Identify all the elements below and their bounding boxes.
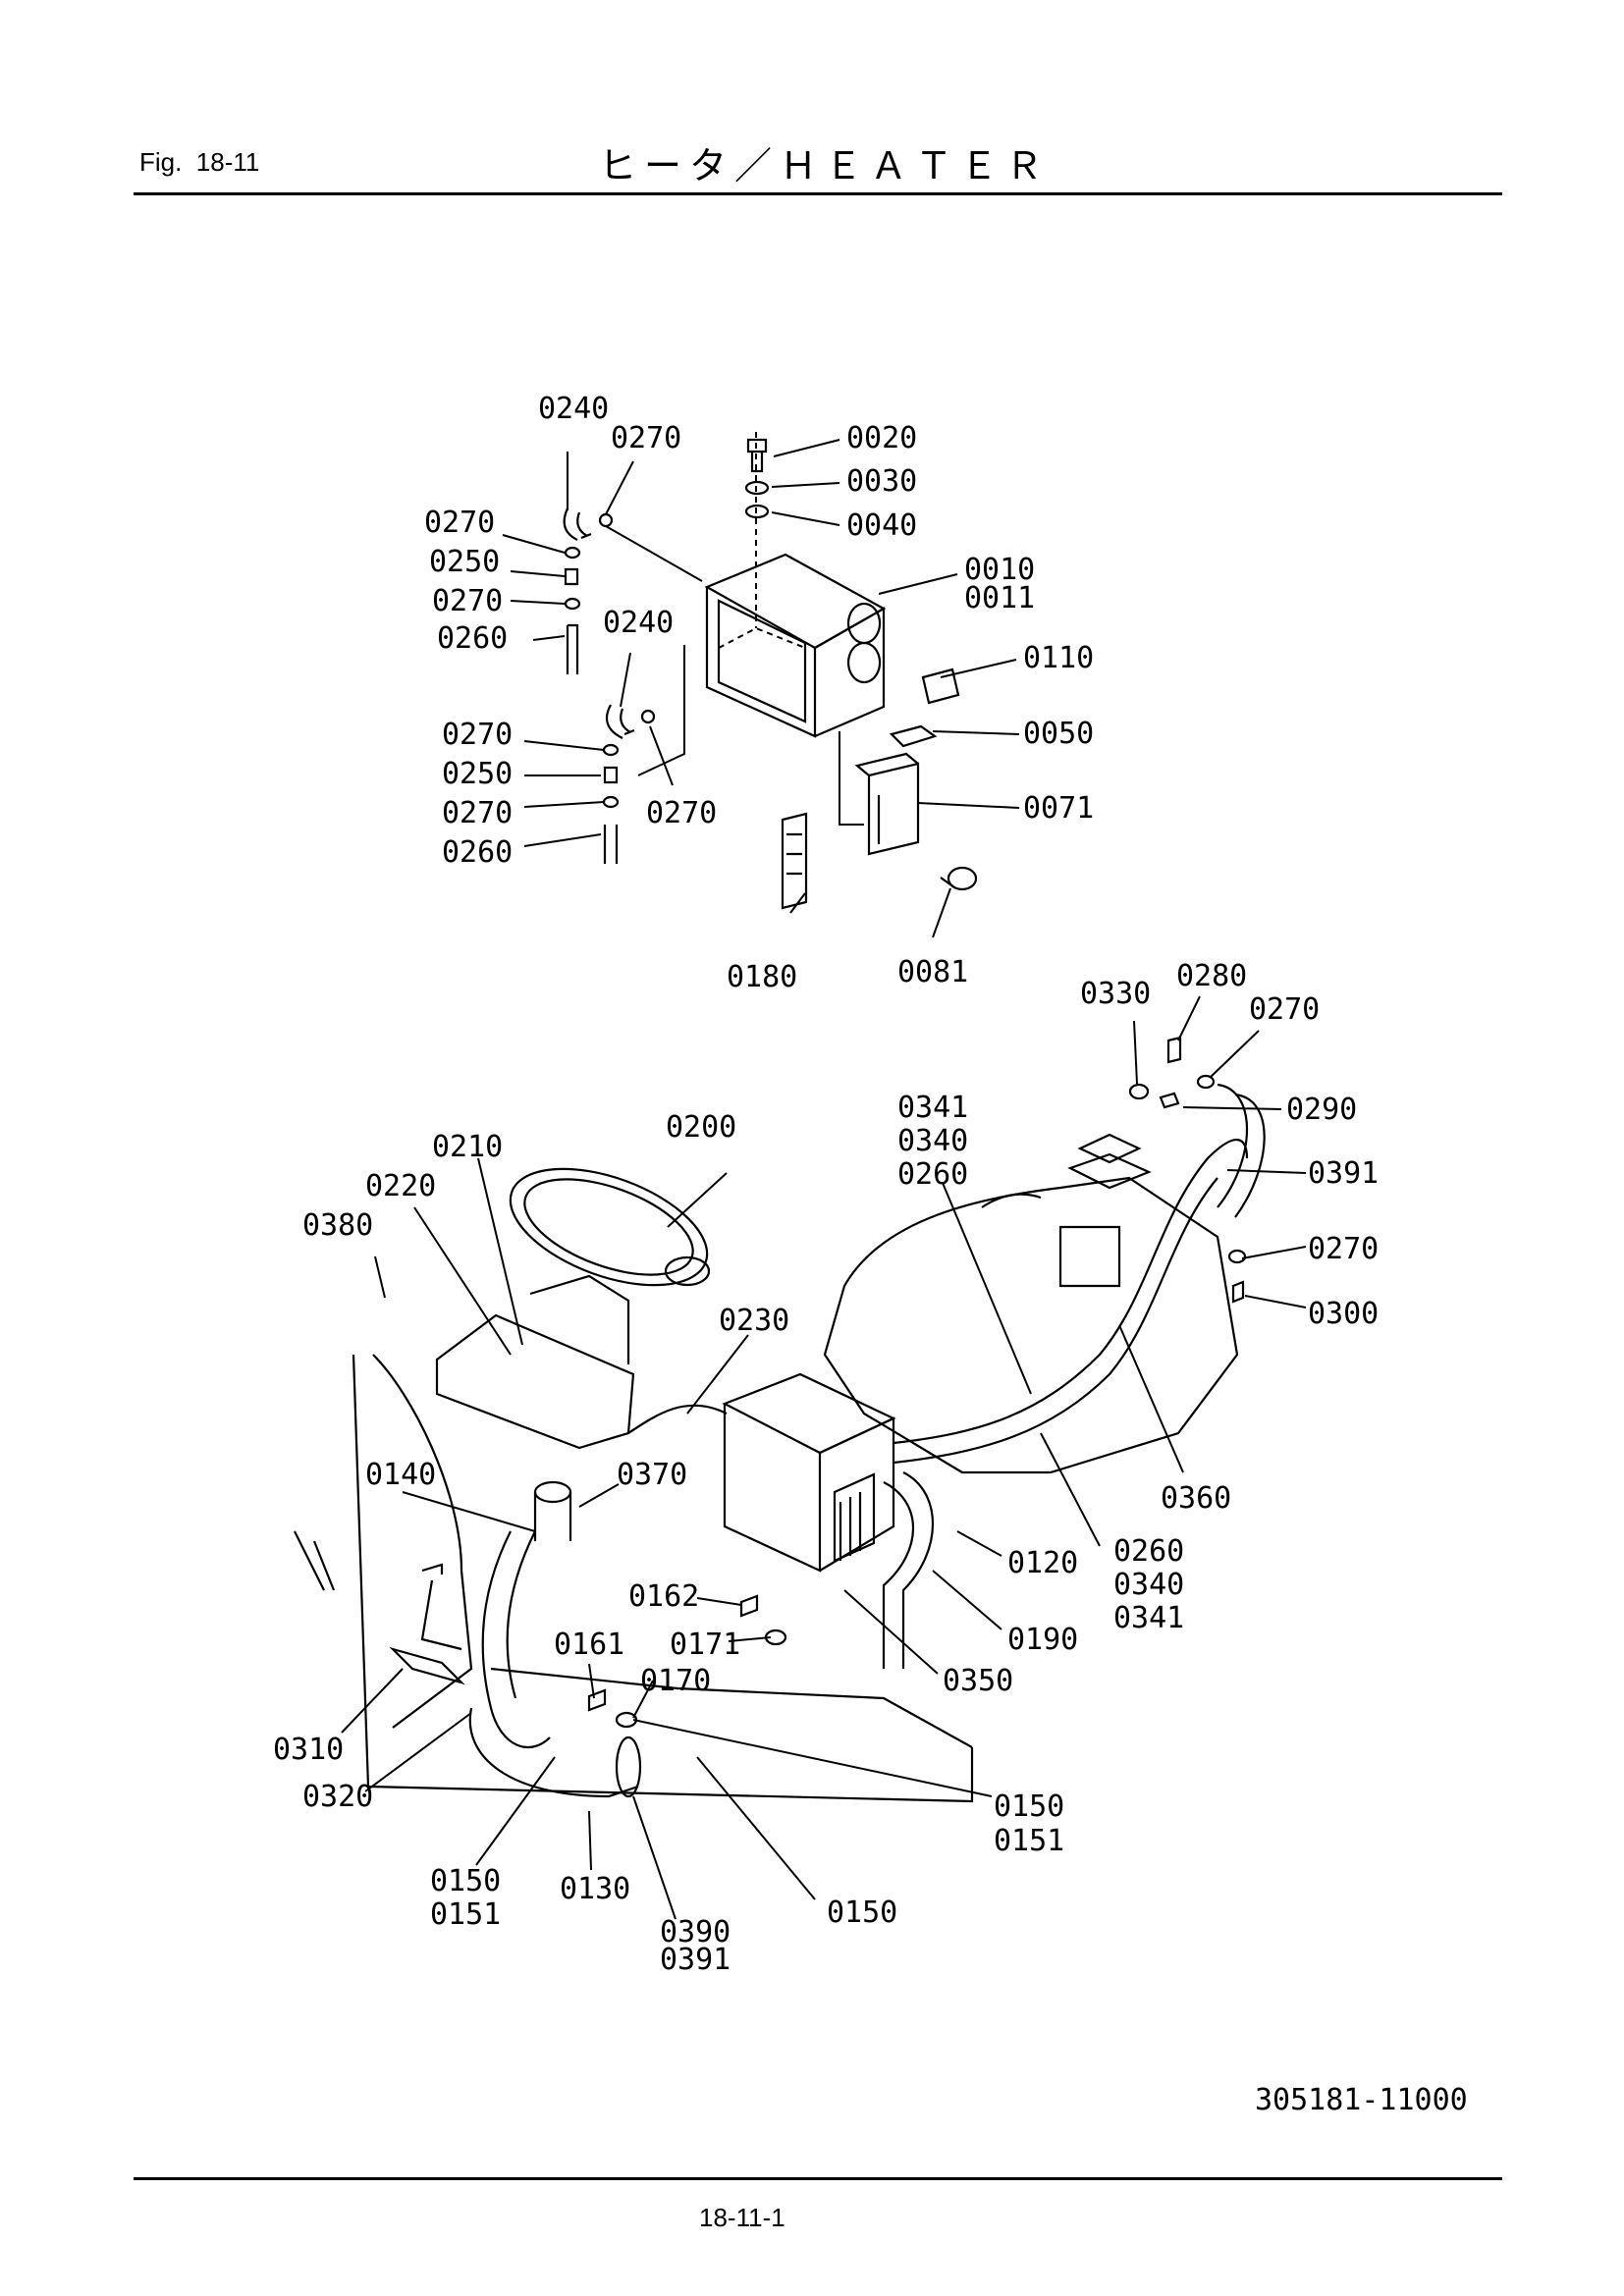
callout-0161: 0161	[554, 1628, 624, 1662]
callout-0350: 0350	[943, 1664, 1013, 1698]
callout-0280: 0280	[1176, 959, 1247, 993]
callout-0391-b: 0391	[660, 1943, 731, 1977]
callout-0180: 0180	[727, 960, 797, 994]
callout-0151-b: 0151	[430, 1897, 501, 1932]
callout-0341-a: 0341	[897, 1091, 968, 1125]
callout-0340-b: 0340	[1113, 1568, 1184, 1602]
callout-0011: 0011	[964, 581, 1035, 615]
page-title: ヒータ／ＨＥＡＴＥＲ	[599, 144, 1052, 187]
callout-0071: 0071	[1023, 791, 1094, 826]
callout-0200: 0200	[666, 1110, 736, 1145]
callout-0260-d: 0260	[1113, 1534, 1184, 1569]
callout-0330: 0330	[1080, 977, 1151, 1011]
callout-0270-f: 0270	[646, 796, 717, 830]
drawing-number: 305181-11000	[1255, 2083, 1468, 2117]
callout-0120: 0120	[1007, 1546, 1078, 1580]
callout-0300: 0300	[1308, 1297, 1379, 1331]
callout-0270-d: 0270	[442, 718, 513, 752]
callout-numbers: 0240 0270 0020 0030 0040 0270 0250 0270 …	[273, 392, 1379, 1977]
callout-0050: 0050	[1023, 717, 1094, 751]
callout-0270-b: 0270	[424, 506, 495, 540]
callout-0360: 0360	[1161, 1481, 1231, 1516]
callout-0260-b: 0260	[442, 835, 513, 870]
callout-0260-c: 0260	[897, 1157, 968, 1192]
callout-0270-a: 0270	[611, 421, 681, 455]
callout-0240-b: 0240	[603, 606, 674, 640]
callout-0240-a: 0240	[538, 392, 609, 426]
callout-0081: 0081	[897, 955, 968, 989]
callout-0270-g: 0270	[1249, 992, 1320, 1027]
callout-0030: 0030	[846, 464, 917, 499]
callout-0270-h: 0270	[1308, 1232, 1379, 1266]
callout-0170: 0170	[640, 1664, 711, 1698]
callout-0270-c: 0270	[432, 584, 503, 618]
callout-0370: 0370	[617, 1458, 687, 1492]
callout-0250-a: 0250	[429, 545, 500, 579]
callout-0230: 0230	[719, 1304, 789, 1338]
callout-0040: 0040	[846, 508, 917, 543]
callout-0250-b: 0250	[442, 757, 513, 791]
callout-0020: 0020	[846, 421, 917, 455]
heater-unit-exploded	[563, 432, 978, 910]
callout-0270-e: 0270	[442, 796, 513, 830]
callout-0140: 0140	[365, 1458, 436, 1492]
callout-0320: 0320	[302, 1780, 373, 1814]
callout-0171: 0171	[670, 1628, 740, 1662]
callout-0210: 0210	[432, 1130, 503, 1164]
callout-leader-lines	[341, 439, 1307, 1920]
callout-0190: 0190	[1007, 1623, 1078, 1657]
callout-0150-b: 0150	[430, 1864, 501, 1898]
callout-0151-a: 0151	[994, 1824, 1064, 1858]
header-rule	[134, 192, 1502, 195]
footer-rule	[134, 2177, 1502, 2180]
callout-0010: 0010	[964, 553, 1035, 587]
callout-0290: 0290	[1286, 1093, 1357, 1127]
callout-0220: 0220	[365, 1169, 436, 1203]
callout-0310: 0310	[273, 1733, 344, 1767]
callout-0340-a: 0340	[897, 1124, 968, 1158]
callout-0391-a: 0391	[1308, 1156, 1379, 1191]
callout-0260-a: 0260	[437, 621, 508, 656]
callout-0150-a: 0150	[994, 1789, 1064, 1824]
figure-number: Fig. 18-11	[139, 147, 260, 177]
callout-0110: 0110	[1023, 641, 1094, 675]
callout-0150-c: 0150	[827, 1896, 897, 1930]
heater-mounted-on-machine	[294, 1036, 1266, 1803]
callout-0130: 0130	[560, 1872, 630, 1906]
page-number: 18-11-1	[699, 2203, 785, 2232]
callout-0390: 0390	[660, 1915, 731, 1949]
callout-0380: 0380	[302, 1208, 373, 1243]
callout-0162: 0162	[628, 1579, 699, 1614]
callout-0341-b: 0341	[1113, 1601, 1184, 1635]
